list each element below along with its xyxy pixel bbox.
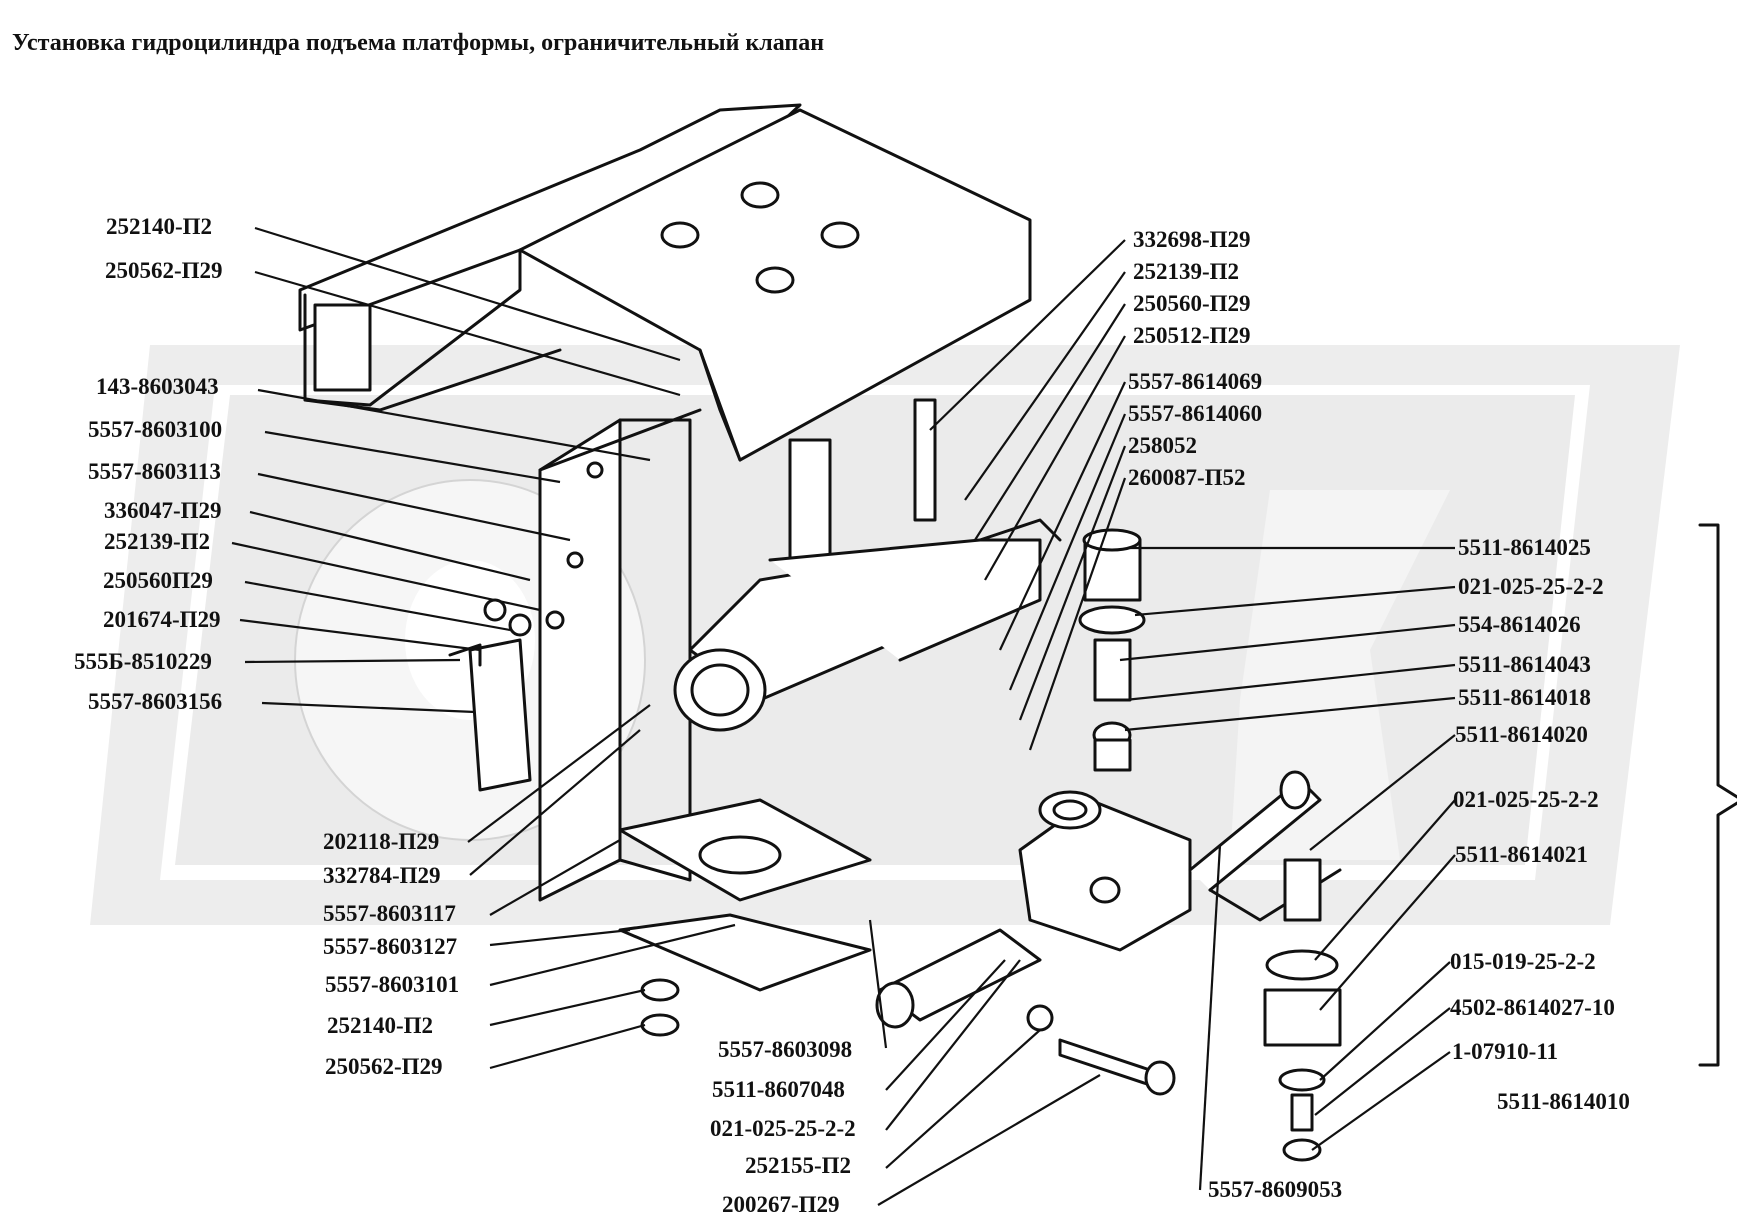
part-label: 5511-8614025 [1458,535,1591,560]
part-label: 5511-8614020 [1455,722,1588,747]
part-label: 5557-8614069 [1128,369,1263,394]
part-label: 4502-8614027-10 [1450,995,1615,1020]
part-label: 015-019-25-2-2 [1450,949,1596,974]
part-label: 143-8603043 [96,374,219,399]
part-label: 336047-П29 [104,498,222,523]
part-label: 250560-П29 [1133,291,1251,316]
part-label: 252155-П2 [745,1153,852,1178]
part-label: 021-025-25-2-2 [1453,787,1599,812]
part-label: 258052 [1128,433,1197,458]
part-label: 250562-П29 [325,1054,443,1079]
part-label: 260087-П52 [1128,465,1246,490]
part-label: 5557-8603117 [323,901,456,926]
part-label: 5557-8603098 [718,1037,853,1062]
diagram-title: Установка гидроцилиндра подъема платформ… [12,30,825,56]
part-label: 250512-П29 [1133,323,1251,348]
part-label: 5557-8603100 [88,417,223,442]
part-label: 202118-П29 [323,829,440,854]
part-label: 5511-8614018 [1458,685,1591,710]
part-label: 554-8614026 [1458,612,1581,637]
leader-lines [231,226,1456,1206]
part-label: 5511-8614043 [1458,652,1591,677]
part-label: 5557-8603113 [88,459,221,484]
part-label: 200267-П29 [722,1192,840,1217]
part-label: 252140-П2 [327,1013,434,1038]
part-label: 252140-П2 [106,214,213,239]
part-label: 250562-П29 [105,258,223,283]
part-label: 252139-П2 [1133,259,1240,284]
part-label: 1-07910-11 [1452,1039,1559,1064]
part-label: 5557-8603127 [323,934,458,959]
part-label: 5557-8603156 [88,689,223,714]
part-label: 252139-П2 [104,529,211,554]
part-label: 5511-8607048 [712,1077,845,1102]
part-label: 5557-8609053 [1208,1177,1343,1202]
part-label: 5557-8614060 [1128,401,1263,426]
part-label: 332698-П29 [1133,227,1251,252]
assembly-linework [298,103,1737,1162]
part-label: 5557-8603101 [325,972,460,997]
assembly-label: 5511-8614010 [1497,1089,1630,1114]
part-label: 332784-П29 [323,863,441,888]
part-label: 021-025-25-2-2 [710,1116,856,1141]
part-label: 250560П29 [103,568,213,593]
part-label: 201674-П29 [103,607,221,632]
part-label: 5511-8614021 [1455,842,1588,867]
part-label: 021-025-25-2-2 [1458,574,1604,599]
part-label: 555Б-8510229 [74,649,212,674]
